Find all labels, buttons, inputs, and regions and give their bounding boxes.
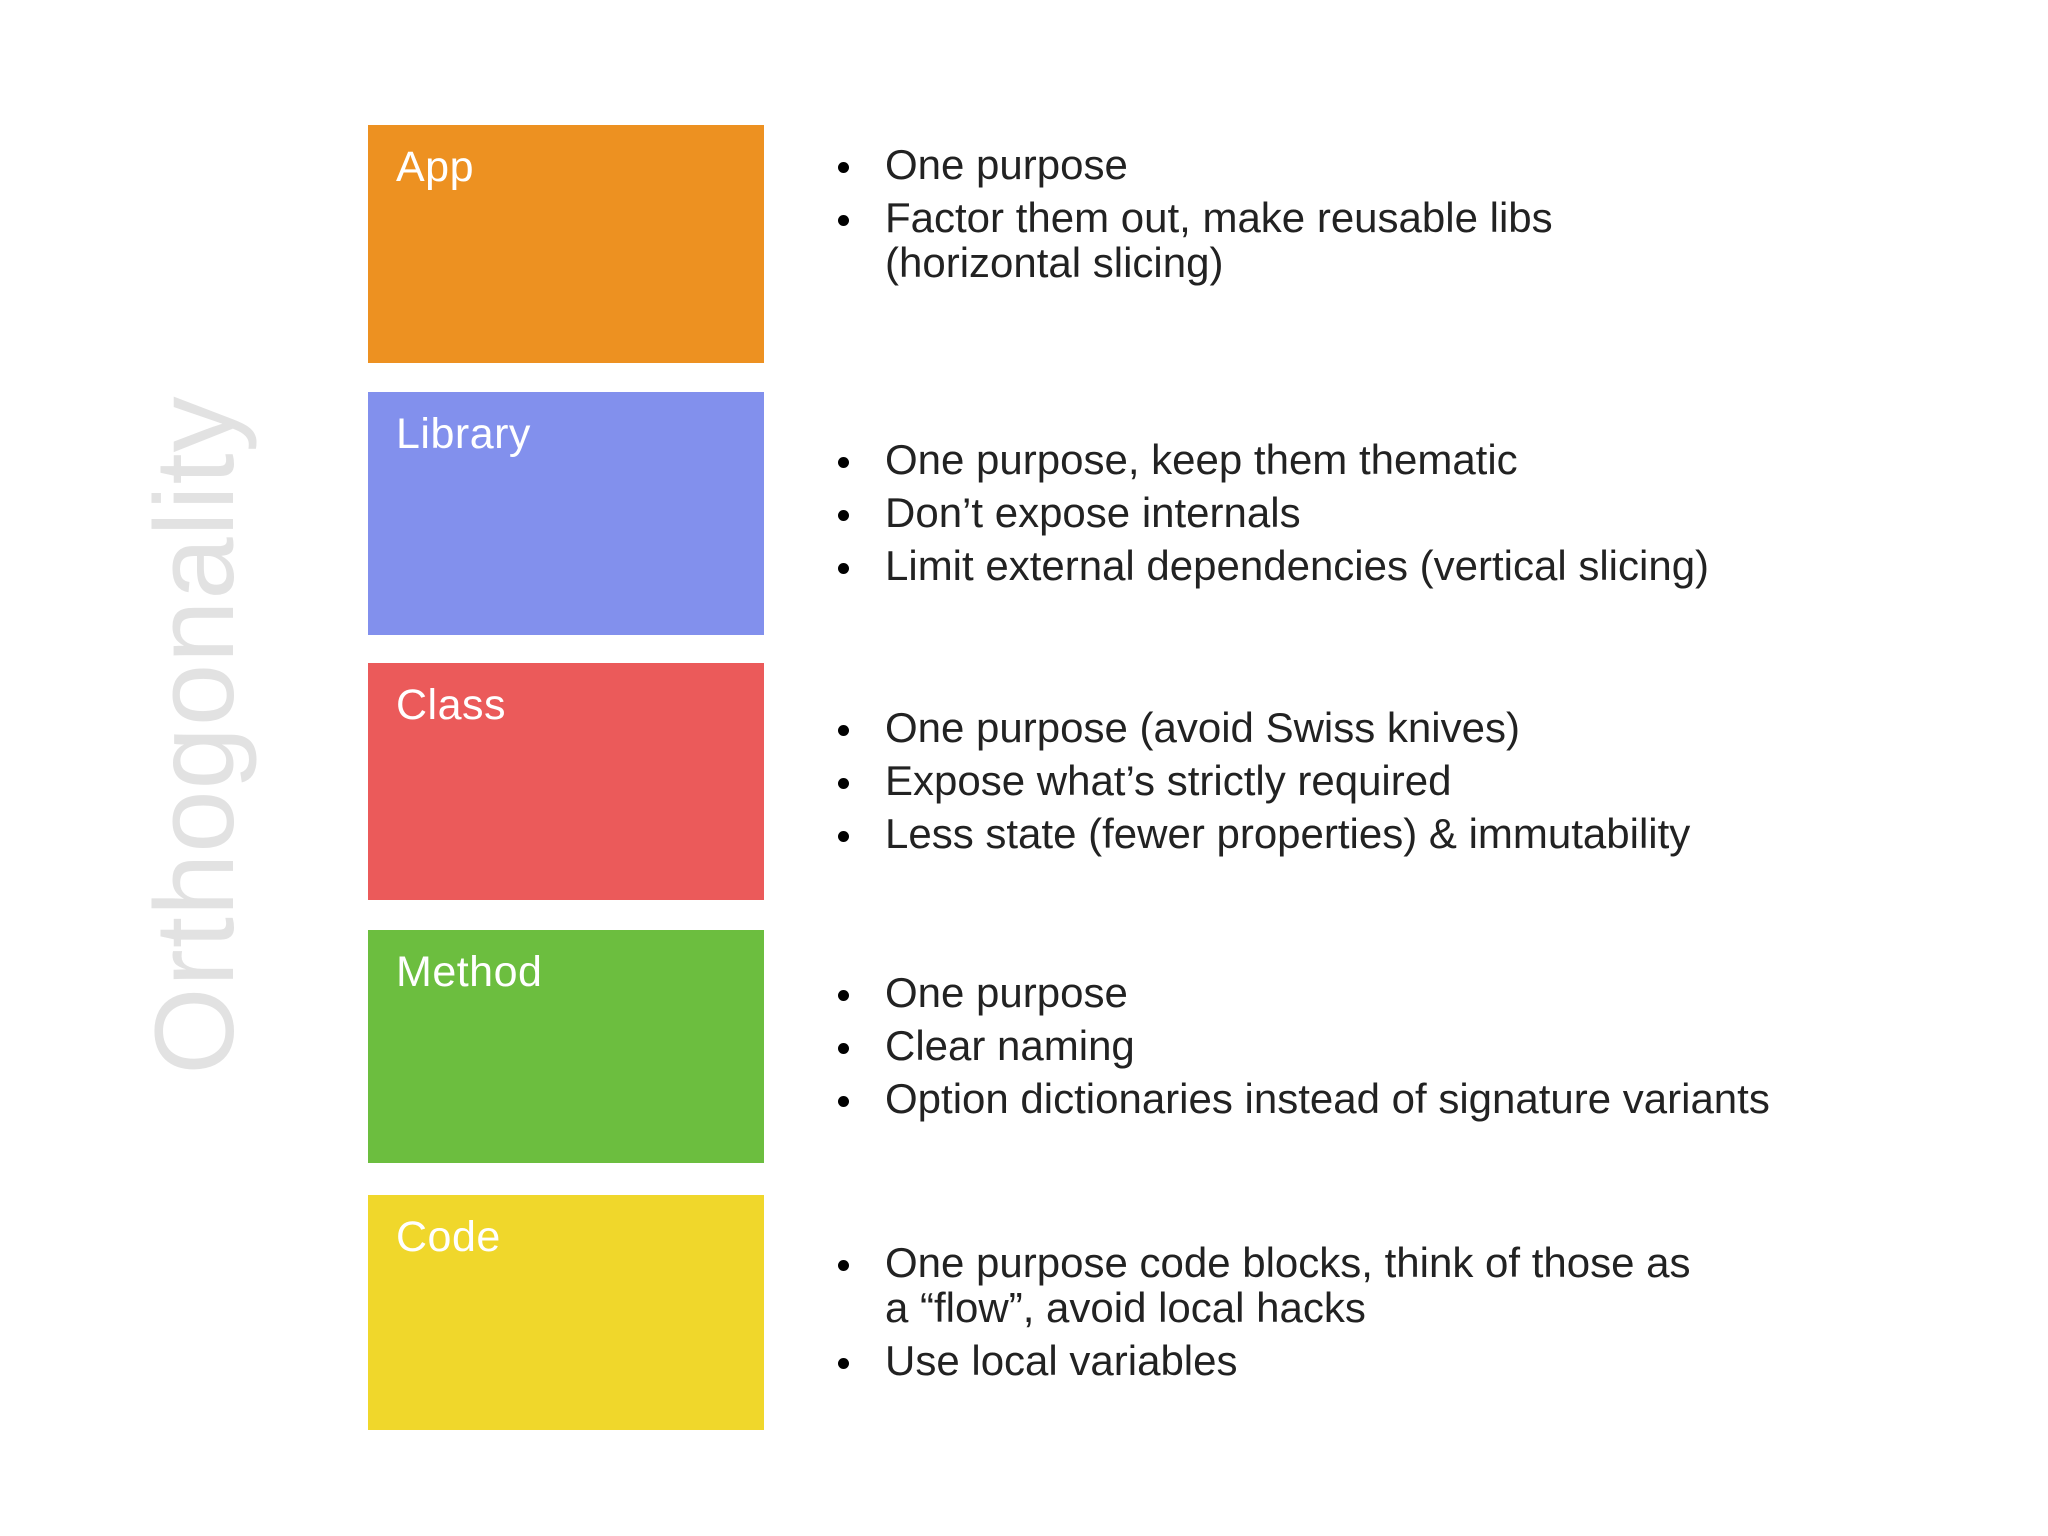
bullet-item: Less state (fewer properties) & immutabi…: [830, 811, 2010, 857]
level-label: Method: [396, 948, 543, 996]
bullet-item: Factor them out, make reusable libs (hor…: [830, 195, 2010, 286]
level-box-class[interactable]: Class: [368, 663, 764, 900]
bullet-list-class: One purpose (avoid Swiss knives) Expose w…: [830, 663, 2010, 900]
bullet-item: One purpose, keep them thematic: [830, 437, 2010, 483]
bullet-item: One purpose: [830, 970, 2010, 1016]
bullet-item: Use local variables: [830, 1338, 2010, 1384]
level-box-app[interactable]: App: [368, 125, 764, 363]
level-label: Library: [396, 410, 531, 458]
level-box-library[interactable]: Library: [368, 392, 764, 635]
bullet-item: Limit external dependencies (vertical sl…: [830, 543, 2010, 589]
bullet-item: Clear naming: [830, 1023, 2010, 1069]
bullet-list-code: One purpose code blocks, think of those …: [830, 1195, 2010, 1430]
level-label: App: [396, 143, 475, 191]
bullet-item: One purpose code blocks, think of those …: [830, 1240, 2010, 1331]
bullet-item: Don’t expose internals: [830, 490, 2010, 536]
bullet-item: Expose what’s strictly required: [830, 758, 2010, 804]
level-label: Code: [396, 1213, 501, 1261]
bullet-item: One purpose (avoid Swiss knives): [830, 705, 2010, 751]
level-box-method[interactable]: Method: [368, 930, 764, 1163]
level-box-code[interactable]: Code: [368, 1195, 764, 1430]
level-label: Class: [396, 681, 507, 729]
bullet-item: One purpose: [830, 142, 2010, 188]
bullet-item: Option dictionaries instead of signature…: [830, 1076, 2010, 1122]
